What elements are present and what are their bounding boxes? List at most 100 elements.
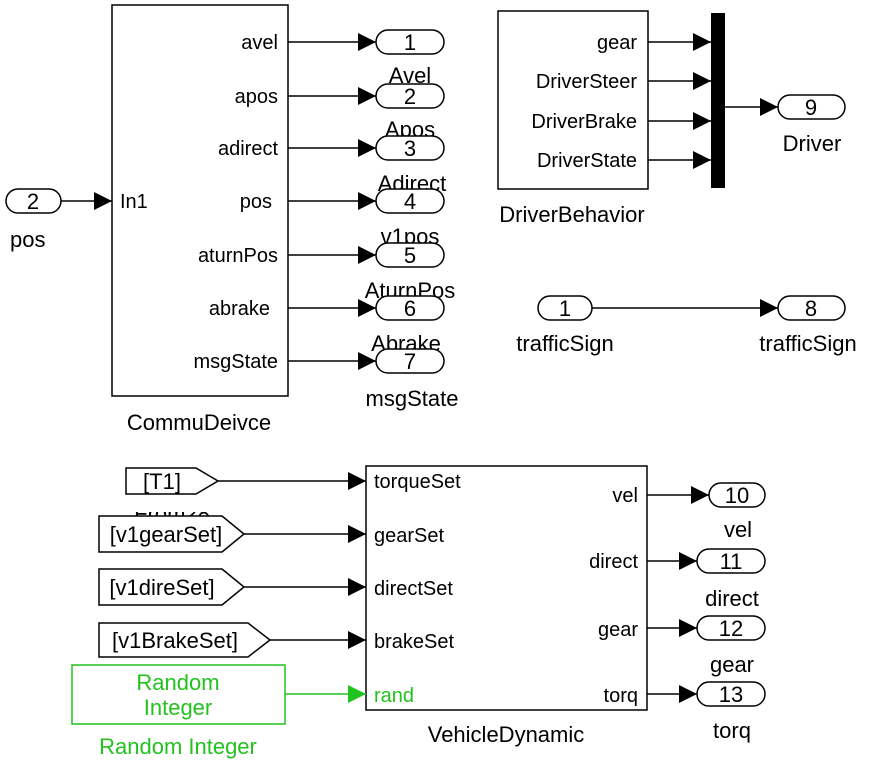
driver-behavior-block[interactable]: gear DriverSteer DriverBrake DriverState… bbox=[497, 10, 649, 227]
outport-number: 11 bbox=[720, 549, 743, 574]
outport-body[interactable] bbox=[375, 29, 445, 55]
commu-port-aturnpos: aturnPos bbox=[198, 245, 278, 267]
outport-apos[interactable]: 2 Apos bbox=[375, 83, 445, 142]
outport-body[interactable] bbox=[777, 295, 846, 321]
vehicle-dynamic-block[interactable]: torqueSet gearSet directSet brakeSet ran… bbox=[365, 465, 648, 747]
from-block-tag: [v1gearSet] bbox=[110, 522, 223, 547]
from-block-tag: [v1BrakeSet] bbox=[112, 628, 238, 653]
from-block-v1brakeset[interactable]: [v1BrakeSet] bbox=[98, 622, 272, 658]
driver-port-state: DriverState bbox=[537, 150, 637, 172]
outport-number: 8 bbox=[805, 296, 817, 321]
commu-output-lines bbox=[288, 33, 376, 370]
commu-port-apos: apos bbox=[235, 86, 278, 108]
outport-body[interactable] bbox=[696, 681, 766, 707]
outport-body[interactable] bbox=[375, 135, 445, 161]
commu-port-adirect: adirect bbox=[218, 138, 278, 160]
driver-port-steer: DriverSteer bbox=[536, 71, 637, 93]
driver-behavior-body[interactable] bbox=[497, 10, 649, 190]
outport-number: 10 bbox=[725, 483, 749, 508]
outport-abrake[interactable]: 6 Abrake bbox=[371, 295, 445, 356]
outport-name: gear bbox=[710, 652, 754, 677]
random-integer-text-line1: Random bbox=[136, 670, 219, 695]
from-block-v1direset[interactable]: [v1direSet] bbox=[98, 568, 246, 606]
from-block-v1gearset[interactable]: [v1gearSet] bbox=[98, 515, 246, 553]
outport-torq[interactable]: 13 torq bbox=[696, 681, 766, 743]
commu-input-port-label: In1 bbox=[120, 191, 148, 213]
commu-port-abrake: abrake bbox=[209, 298, 270, 320]
inport-number: 1 bbox=[559, 296, 571, 321]
outport-name: Driver bbox=[783, 131, 842, 156]
outport-number: 12 bbox=[719, 616, 743, 641]
vehicle-dynamic-body[interactable] bbox=[365, 465, 648, 711]
inport-pos[interactable]: 2 pos bbox=[5, 188, 62, 252]
vehicle-port-torqueset: torqueSet bbox=[374, 471, 461, 493]
random-integer-body[interactable] bbox=[71, 664, 286, 725]
vehicle-dynamic-name: VehicleDynamic bbox=[428, 722, 585, 747]
from-block-body[interactable] bbox=[98, 622, 272, 658]
outport-body[interactable] bbox=[375, 295, 445, 321]
outport-driver[interactable]: 9 Driver bbox=[777, 94, 846, 156]
outport-name: torq bbox=[713, 718, 751, 743]
outport-number: 6 bbox=[404, 296, 416, 321]
commu-port-avel: avel bbox=[241, 32, 278, 54]
mux-bar[interactable] bbox=[711, 13, 725, 188]
outport-msgstate[interactable]: 7 msgState bbox=[366, 348, 459, 411]
driver-port-brake: DriverBrake bbox=[531, 111, 637, 133]
outport-vel[interactable]: 10 vel bbox=[708, 482, 766, 542]
outport-v1pos[interactable]: 4 v1pos bbox=[375, 188, 445, 249]
outport-body[interactable] bbox=[375, 348, 445, 374]
vehicle-port-torq: torq bbox=[604, 685, 638, 707]
vehicle-port-direct: direct bbox=[589, 551, 638, 573]
outport-direct[interactable]: 11 direct bbox=[696, 548, 766, 611]
vehicle-port-directset: directSet bbox=[374, 578, 453, 600]
outport-body[interactable] bbox=[696, 548, 766, 574]
outport-gear[interactable]: 12 gear bbox=[696, 615, 766, 677]
vehicle-port-vel: vel bbox=[612, 485, 638, 507]
from-block-body[interactable] bbox=[125, 467, 220, 495]
outport-number: 4 bbox=[404, 189, 416, 214]
random-integer-name: Random Integer bbox=[99, 734, 257, 759]
outport-avel[interactable]: 1 Avel bbox=[375, 29, 445, 88]
outport-body[interactable] bbox=[375, 83, 445, 109]
outport-number: 1 bbox=[404, 30, 416, 55]
outport-name: trafficSign bbox=[759, 331, 856, 356]
from-block-tag: [v1direSet] bbox=[109, 575, 214, 600]
outport-body[interactable] bbox=[375, 242, 445, 268]
from-block-body[interactable] bbox=[98, 568, 246, 606]
outport-body[interactable] bbox=[696, 615, 766, 641]
outport-body[interactable] bbox=[777, 94, 846, 120]
outport-aturnpos[interactable]: 5 AturnPos bbox=[365, 242, 456, 303]
outport-name: vel bbox=[724, 517, 752, 542]
vehicle-port-gear: gear bbox=[598, 619, 638, 641]
outport-number: 9 bbox=[805, 95, 817, 120]
outport-number: 3 bbox=[404, 136, 416, 161]
driver-output-lines bbox=[648, 33, 711, 169]
outport-traffic-sign[interactable]: 8 trafficSign bbox=[759, 295, 857, 356]
vehicle-port-rand: rand bbox=[374, 685, 414, 707]
label-overlap-mask bbox=[100, 502, 260, 512]
outport-name: msgState bbox=[366, 386, 459, 411]
inport-name: trafficSign bbox=[516, 331, 613, 356]
commu-device-block[interactable]: In1 avel apos adirect pos aturnPos abrak… bbox=[111, 4, 289, 435]
vehicle-port-gearset: gearSet bbox=[374, 525, 444, 547]
commu-port-pos: pos bbox=[240, 191, 272, 213]
commu-device-body[interactable] bbox=[111, 4, 289, 397]
outport-number: 13 bbox=[719, 682, 743, 707]
vehicle-port-brakeset: brakeSet bbox=[374, 631, 454, 653]
driver-behavior-name: DriverBehavior bbox=[499, 202, 645, 227]
from-block-body[interactable] bbox=[98, 515, 246, 553]
inport-pos-name: pos bbox=[10, 227, 45, 252]
outport-name: direct bbox=[705, 586, 759, 611]
random-integer-text-line2: Integer bbox=[144, 695, 213, 720]
inport-traffic-sign[interactable]: 1 trafficSign bbox=[516, 295, 614, 356]
outport-body[interactable] bbox=[375, 188, 445, 214]
outport-body[interactable] bbox=[708, 482, 766, 508]
random-integer-block[interactable]: Random Integer Random Integer bbox=[71, 664, 286, 759]
driver-port-gear: gear bbox=[597, 32, 637, 54]
outport-adirect[interactable]: 3 Adirect bbox=[375, 135, 446, 196]
outport-number: 7 bbox=[404, 349, 416, 374]
outport-number: 2 bbox=[404, 84, 416, 109]
commu-port-msgstate: msgState bbox=[194, 351, 278, 373]
from-block-tag: [T1] bbox=[143, 469, 181, 494]
